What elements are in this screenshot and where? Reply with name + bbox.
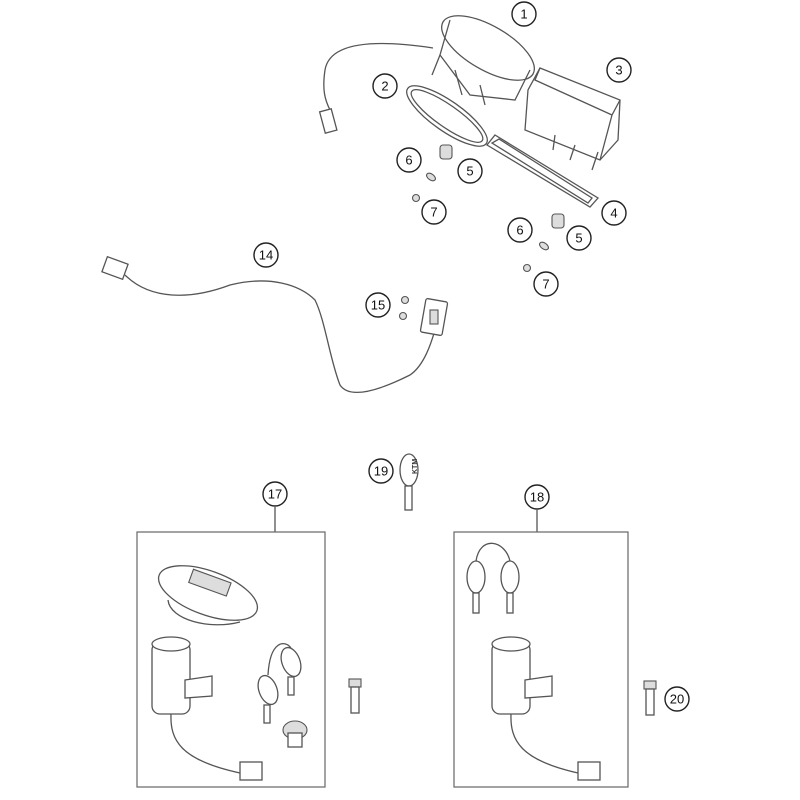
- part-4-gasket[interactable]: [486, 134, 600, 208]
- key-logo: KTM: [412, 459, 419, 474]
- part-15-bracket[interactable]: [398, 295, 449, 336]
- svg-text:6: 6: [516, 223, 523, 238]
- svg-text:6: 6: [405, 153, 412, 168]
- callout-15[interactable]: 15: [365, 292, 391, 318]
- part-2-gasket[interactable]: [399, 76, 495, 156]
- part-18-lock-kit[interactable]: [453, 510, 629, 788]
- part-5-rubber-a[interactable]: [439, 144, 453, 160]
- callout-6b[interactable]: 6: [507, 217, 533, 243]
- part-6-screw-a[interactable]: [425, 172, 437, 183]
- part-14-wiring-harness[interactable]: [101, 255, 436, 393]
- callout-19[interactable]: 19: [368, 458, 394, 484]
- part-20-screw[interactable]: [643, 680, 657, 716]
- part-16-screw[interactable]: [348, 678, 362, 714]
- svg-text:7: 7: [430, 205, 437, 220]
- part-3-display[interactable]: [524, 67, 621, 171]
- callout-3[interactable]: 3: [606, 57, 632, 83]
- svg-text:14: 14: [259, 248, 273, 263]
- callout-20[interactable]: 20: [664, 686, 690, 712]
- svg-text:7: 7: [542, 277, 549, 292]
- svg-text:3: 3: [615, 63, 622, 78]
- callout-7b[interactable]: 7: [533, 271, 559, 297]
- svg-text:17: 17: [268, 487, 282, 502]
- part-7-nut-b[interactable]: [522, 263, 532, 273]
- callout-1[interactable]: 1: [511, 1, 537, 27]
- svg-text:15: 15: [371, 298, 385, 313]
- svg-text:1: 1: [520, 7, 527, 22]
- part-7-nut-a[interactable]: [411, 193, 421, 203]
- callout-6a[interactable]: 6: [396, 147, 422, 173]
- callout-5a[interactable]: 5: [457, 158, 483, 184]
- svg-text:2: 2: [381, 79, 388, 94]
- part-17-lock-kit[interactable]: [136, 507, 326, 788]
- callout-18[interactable]: 18: [524, 484, 550, 510]
- callout-14[interactable]: 14: [253, 242, 279, 268]
- callout-17[interactable]: 17: [262, 481, 288, 507]
- part-5-rubber-b[interactable]: [551, 213, 565, 229]
- callout-7a[interactable]: 7: [421, 199, 447, 225]
- svg-text:18: 18: [530, 490, 544, 505]
- svg-text:4: 4: [610, 206, 617, 221]
- part-1-speedometer[interactable]: [318, 3, 544, 134]
- svg-text:5: 5: [575, 231, 582, 246]
- part-6-screw-b[interactable]: [538, 241, 550, 252]
- svg-text:20: 20: [670, 692, 684, 707]
- callout-2[interactable]: 2: [372, 73, 398, 99]
- callout-5b[interactable]: 5: [566, 225, 592, 251]
- part-19-key[interactable]: KTM: [399, 453, 419, 511]
- svg-text:19: 19: [374, 464, 388, 479]
- svg-text:5: 5: [466, 164, 473, 179]
- callout-4[interactable]: 4: [601, 200, 627, 226]
